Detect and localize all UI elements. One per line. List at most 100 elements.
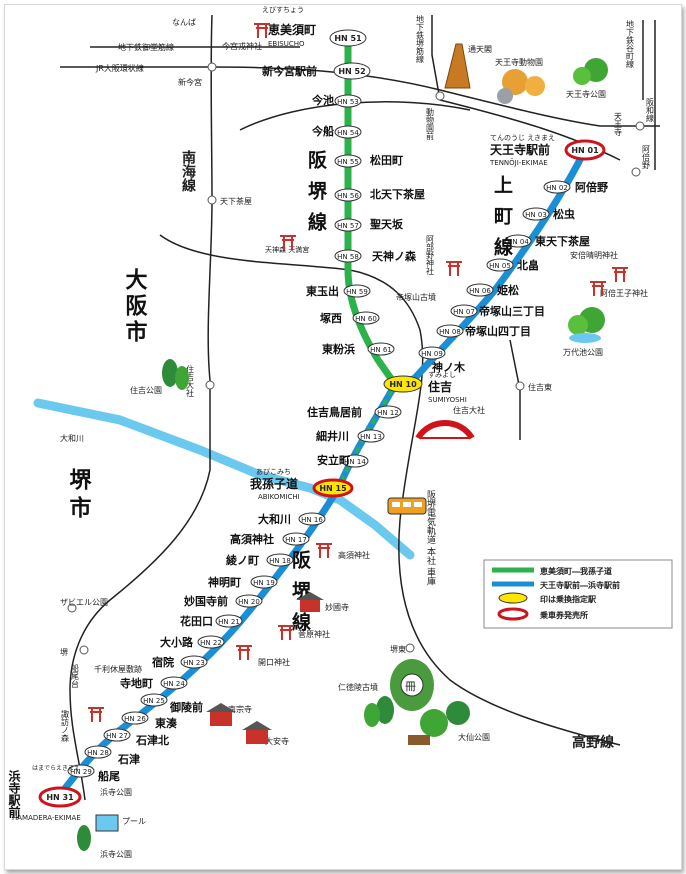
svg-text:HN 12: HN 12 — [377, 409, 399, 417]
station-pill: HN 08 — [436, 324, 464, 338]
svg-text:宿院: 宿院 — [152, 655, 174, 669]
line-labels: 阪堺線 上町線 阪堺線 — [289, 149, 513, 643]
svg-text:HN 53: HN 53 — [337, 98, 359, 106]
svg-text:てんのうじ えきまえ: てんのうじ えきまえ — [490, 134, 555, 142]
svg-text:安倍晴明神社: 安倍晴明神社 — [570, 250, 618, 260]
svg-text:動物園前: 動物園前 — [426, 108, 435, 141]
svg-text:HN 24: HN 24 — [163, 680, 185, 688]
svg-text:花田口: 花田口 — [180, 614, 213, 628]
svg-text:浜寺駅前: 浜寺駅前 — [7, 769, 21, 819]
uemachi-station-names: てんのうじ えきまえ 天王寺駅前 TENNŌJI-EKIMAE 阿倍野 松虫 東… — [432, 134, 608, 374]
svg-text:HN 19: HN 19 — [253, 579, 275, 587]
svg-text:あびこみち: あびこみち — [256, 468, 291, 476]
station-pill: HN 16 — [298, 512, 326, 526]
svg-text:HN 14: HN 14 — [344, 458, 366, 466]
svg-text:SUMIYOSHI: SUMIYOSHI — [428, 396, 467, 404]
svg-text:寺地町: 寺地町 — [120, 676, 153, 690]
svg-text:帝塚山古墳: 帝塚山古墳 — [396, 292, 436, 302]
torii-icon — [278, 625, 294, 640]
railway-names: 南海線 高野線 JR大阪環状線 地下鉄御堂筋線 地下鉄堺筋線 地下鉄谷町線 阪和… — [95, 14, 655, 751]
svg-text:安立町: 安立町 — [317, 453, 350, 467]
svg-text:HN 52: HN 52 — [338, 67, 365, 76]
svg-text:船尾台: 船尾台 — [71, 663, 80, 689]
south-station-pills: HN 10 HN 12 HN 13 HN 14 HN 15 HN 16 HN 1… — [38, 375, 423, 808]
svg-text:千利休屋敷跡: 千利休屋敷跡 — [94, 664, 142, 674]
station-pill: HN 14 — [341, 454, 369, 468]
station-pill: HN 28 — [84, 745, 112, 759]
svg-text:HN 17: HN 17 — [285, 536, 307, 544]
svg-text:万代池公園: 万代池公園 — [563, 347, 603, 357]
svg-text:新今宮駅前: 新今宮駅前 — [262, 64, 317, 78]
station-pill: HN 24 — [160, 676, 188, 690]
svg-text:住吉公園: 住吉公園 — [130, 385, 162, 395]
svg-text:HN 02: HN 02 — [546, 184, 568, 192]
svg-text:HN 03: HN 03 — [525, 211, 547, 219]
station-pill: HN 17 — [282, 532, 310, 546]
station-pill: HN 26 — [121, 711, 149, 725]
svg-text:今船: 今船 — [311, 124, 334, 138]
station-pill: HN 19 — [250, 575, 278, 589]
svg-text:EBISUCHO: EBISUCHO — [268, 40, 305, 48]
svg-text:堺: 堺 — [60, 647, 68, 657]
svg-text:東湊: 東湊 — [155, 716, 177, 730]
svg-text:阿倍王子神社: 阿倍王子神社 — [600, 288, 648, 298]
torii-icon — [280, 235, 296, 250]
station-pill: HN 02 — [543, 180, 571, 194]
svg-text:乗車券発売所: 乗車券発売所 — [540, 610, 588, 620]
svg-text:プール: プール — [122, 817, 146, 826]
station-pill: HN 01 — [564, 139, 606, 161]
torii-icon — [88, 707, 104, 722]
tree-icon — [364, 696, 394, 727]
svg-text:HN 23: HN 23 — [183, 659, 205, 667]
station-pill: HN 05 — [486, 258, 514, 272]
svg-text:堺市: 堺市 — [66, 468, 92, 524]
svg-text:HN 28: HN 28 — [87, 749, 109, 757]
svg-text:浜寺公園: 浜寺公園 — [100, 849, 132, 859]
svg-text:HN 51: HN 51 — [334, 34, 362, 43]
svg-text:大和川: 大和川 — [258, 512, 291, 526]
svg-text:聖天坂: 聖天坂 — [370, 217, 404, 231]
tree-icon — [162, 359, 189, 390]
svg-text:石津: 石津 — [117, 752, 140, 766]
svg-text:南海線: 南海線 — [180, 149, 196, 193]
svg-text:堺東: 堺東 — [390, 644, 406, 654]
station-pill: HN 20 — [235, 594, 263, 608]
station-pill: HN 57 — [334, 218, 362, 232]
svg-text:綾ノ町: 綾ノ町 — [226, 553, 259, 567]
svg-text:住吉大社: 住吉大社 — [186, 364, 195, 398]
station-pill: HN 15 — [312, 478, 354, 498]
torii-icon — [316, 543, 332, 558]
svg-text:HN 21: HN 21 — [218, 618, 240, 626]
svg-text:東粉浜: 東粉浜 — [322, 342, 355, 356]
torii-icon — [236, 645, 252, 660]
station-pill: HN 10 — [383, 375, 423, 393]
torii-icon — [590, 281, 606, 296]
svg-text:帝塚山四丁目: 帝塚山四丁目 — [465, 324, 531, 338]
tower-icon — [444, 43, 545, 104]
svg-text:松虫: 松虫 — [553, 207, 575, 221]
svg-text:松田町: 松田町 — [370, 153, 403, 167]
station-pill: HN 21 — [215, 614, 243, 628]
station-pill: HN 12 — [374, 405, 402, 419]
svg-text:住吉東: 住吉東 — [528, 382, 552, 392]
tram-icon — [387, 497, 427, 515]
jr-loop-line — [60, 66, 660, 127]
svg-text:地下鉄堺筋線: 地下鉄堺筋線 — [416, 14, 425, 63]
svg-text:通天閣: 通天閣 — [468, 44, 492, 54]
svg-text:高須神社: 高須神社 — [338, 550, 370, 560]
svg-text:ザビエル公園: ザビエル公園 — [60, 598, 108, 607]
svg-text:神明町: 神明町 — [208, 575, 241, 589]
kofun-icon: 冊 — [390, 659, 434, 711]
station-pill: HN 25 — [140, 693, 168, 707]
svg-text:HN 29: HN 29 — [70, 768, 92, 776]
svg-text:阪堺電気軌道 本社 車庫: 阪堺電気軌道 本社 車庫 — [425, 490, 436, 587]
svg-text:HN 58: HN 58 — [337, 253, 359, 261]
svg-text:妙国寺前: 妙国寺前 — [184, 594, 228, 608]
tree-icons — [77, 58, 608, 851]
svg-text:阪和線: 阪和線 — [646, 98, 655, 122]
station-pill: HN 31 — [38, 786, 82, 808]
svg-text:HN 06: HN 06 — [469, 287, 491, 295]
station-pill: HN 03 — [522, 207, 550, 221]
tree-icon — [77, 825, 91, 851]
